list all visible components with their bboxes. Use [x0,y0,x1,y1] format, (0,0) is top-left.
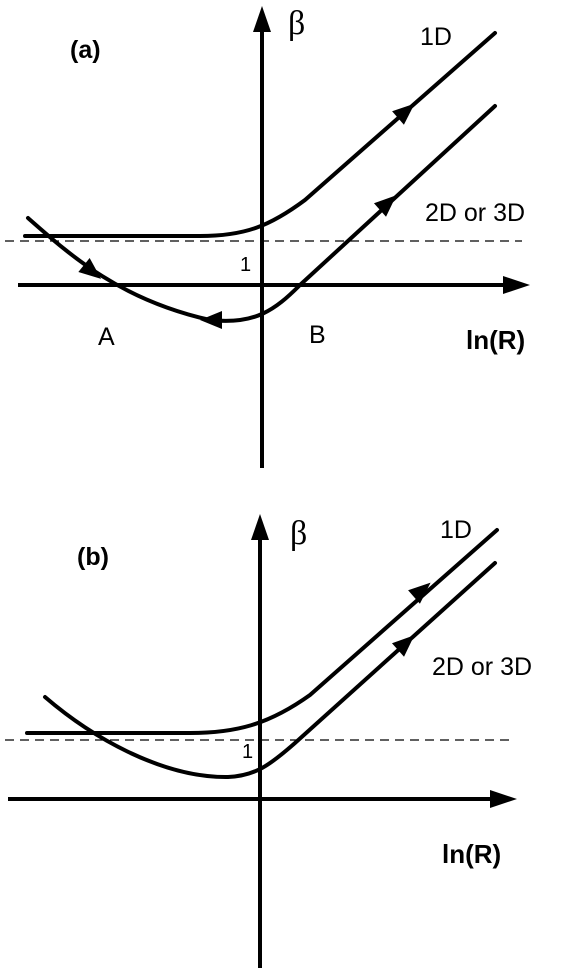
panel-b-x-axis-label: ln(R) [442,839,501,869]
panel-a-point-a-label: A [98,323,115,351]
panel-b-label: (b) [77,543,109,571]
panel-a-curve-2d3d-arrowhead-right [373,195,397,217]
panel-a: (a) β 1D 2D or 3D 1 A B ln(R) [5,5,530,468]
panel-b-curve-1d [25,528,499,735]
panel-a-point-b-label: B [309,321,326,349]
panel-a-x-axis-arrowhead [503,276,530,294]
panel-a-curve-1d-arrowhead [392,103,415,125]
panel-b-curve-1d-label: 1D [440,516,472,544]
panel-a-unity-label: 1 [240,254,251,276]
panel-b-unity-label: 1 [242,741,253,763]
panel-b-curve-2d3d-arrowhead [391,635,415,657]
panel-a-y-axis-arrowhead [253,6,271,32]
panel-a-curve-1d-label: 1D [420,23,452,51]
panel-b-curve-2d3d [43,561,497,780]
panel-a-y-axis-label: β [288,5,305,42]
panel-b-curve-2d3d-label: 2D or 3D [432,653,532,681]
panel-b-y-axis-label: β [290,515,307,552]
panel-a-curve-2d3d-label: 2D or 3D [425,199,525,227]
panel-a-label: (a) [70,36,101,64]
panel-a-curve-1d [23,31,497,238]
panel-b: (b) β 1D 2D or 3D 1 ln(R) [5,514,532,968]
panel-a-curve-2d3d [26,104,497,323]
panel-a-curve-2d3d-arrowhead-bottom [200,311,222,329]
panel-b-curve-1d-arrowhead [408,582,431,604]
panel-b-x-axis-arrowhead [490,790,517,808]
panel-a-x-axis-label: ln(R) [466,325,525,355]
panel-a-curve-2d3d-arrowhead-left [78,258,102,279]
panel-b-y-axis-arrowhead [251,514,269,540]
